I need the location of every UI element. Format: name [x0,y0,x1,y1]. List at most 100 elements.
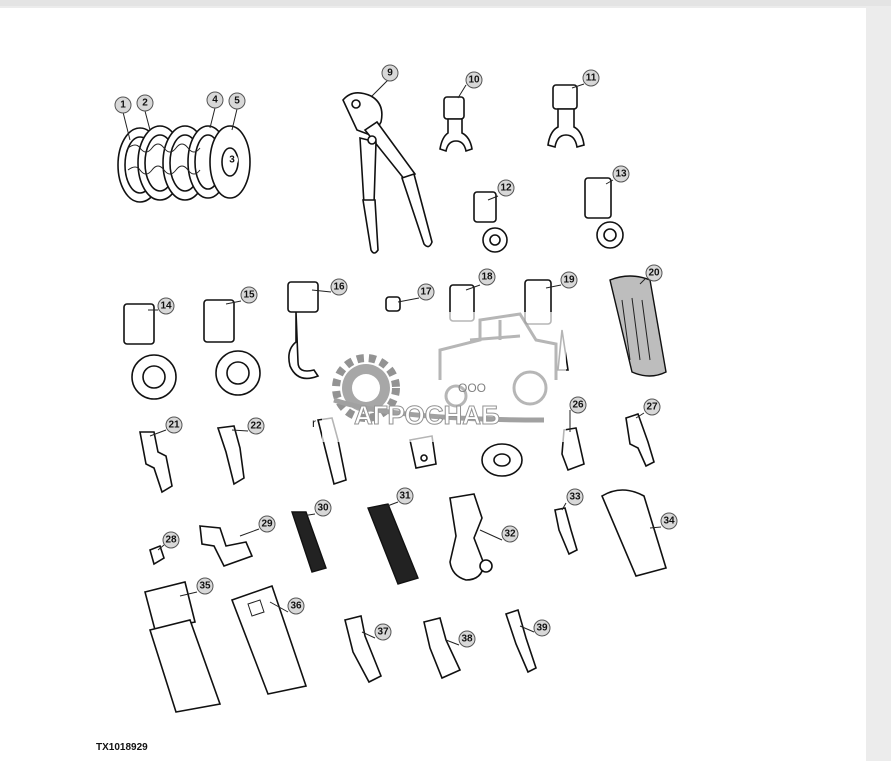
housing-36 [230,584,308,695]
svg-text:34: 34 [663,516,675,527]
ring-terminal-13 [584,177,624,249]
ring-terminal-12 [473,191,508,253]
terminal-21 [139,431,173,494]
callout-38: 38 [458,630,476,648]
terminal-27 [625,412,655,468]
figure-id: TX1018929 [96,742,148,753]
callout-9: 9 [381,64,399,82]
callout-28: 28 [162,531,180,549]
callout-19: 19 [560,271,578,289]
svg-text:18: 18 [481,272,493,283]
svg-text:10: 10 [468,75,480,86]
svg-text:2: 2 [142,98,148,109]
svg-text:3: 3 [229,155,235,166]
wire-spools [117,125,251,203]
svg-text:22: 22 [250,421,262,432]
callout-34: 34 [660,512,678,530]
callout-10: 10 [465,71,483,89]
svg-text:5: 5 [234,96,240,107]
svg-text:20: 20 [648,268,660,279]
svg-text:31: 31 [399,491,411,502]
svg-text:35: 35 [199,581,211,592]
tractor-logo-icon [438,312,558,408]
spade-terminal-10 [439,96,473,153]
terminal-39 [504,608,537,674]
crimp-tool [342,92,433,254]
spade-terminal-11 [547,84,585,149]
callout-37: 37 [374,623,392,641]
butt-connector-17 [385,296,401,312]
tube-31 [367,503,419,585]
svg-text:37: 37 [377,627,389,638]
callout-20: 20 [645,264,663,282]
ring-terminal-15 [203,299,261,396]
terminal-29 [199,525,254,567]
terminal-38 [423,617,462,680]
callout-4: 4 [206,91,224,109]
callout-15: 15 [240,286,258,304]
ring-terminal-32 [449,493,493,581]
leader-lines [122,79,662,646]
svg-text:11: 11 [586,73,597,84]
svg-text:21: 21 [168,420,180,431]
svg-text:13: 13 [615,169,627,180]
watermark-brand: АГРОСНАБ [354,400,500,430]
svg-text:19: 19 [563,275,575,286]
housing-34 [600,489,668,577]
callout-17: 17 [417,283,435,301]
terminal-37 [344,615,383,684]
terminal-33 [554,507,578,556]
callout-3: 3 [226,154,238,166]
svg-text:12: 12 [500,183,512,194]
callout-26: 26 [569,396,587,414]
svg-text:17: 17 [420,287,432,298]
partial-label: r [312,416,316,430]
svg-text:38: 38 [461,634,473,645]
callout-30: 30 [314,499,332,517]
svg-text:16: 16 [333,282,345,293]
callout-18: 18 [478,268,496,286]
callout-5: 5 [228,92,246,110]
svg-text:9: 9 [387,68,393,79]
heat-shrink-tube-20 [609,275,667,377]
callout-35: 35 [196,577,214,595]
callout-13: 13 [612,165,630,183]
callout-14: 14 [157,297,175,315]
terminal-22 [216,425,245,486]
callout-29: 29 [258,515,276,533]
tube-30 [291,511,327,573]
svg-text:4: 4 [212,95,218,106]
callout-36: 36 [287,597,305,615]
svg-text:36: 36 [290,601,302,612]
callout-22: 22 [247,417,265,435]
housing-35 [144,581,222,713]
svg-text:29: 29 [261,519,273,530]
top-bar [0,0,891,6]
svg-text:33: 33 [569,492,581,503]
callout-1: 1 [114,96,132,114]
callout-2: 2 [136,94,154,112]
ring-terminal-14 [123,303,177,400]
terminal-flag [409,435,437,469]
svg-text:15: 15 [243,290,255,301]
callout-16: 16 [330,278,348,296]
ring-terminal-16 [287,281,320,380]
callout-39: 39 [533,619,551,637]
callout-27: 27 [643,398,661,416]
svg-text:26: 26 [572,400,584,411]
svg-text:27: 27 [646,402,658,413]
watermark: ООО АГРОСНАБ [322,312,566,442]
ring-washer [481,443,523,477]
svg-text:39: 39 [536,623,548,634]
watermark-company-form: ООО [458,381,486,395]
callout-21: 21 [165,416,183,434]
callout-11: 11 [582,69,600,87]
callout-33: 33 [566,488,584,506]
svg-text:28: 28 [165,535,177,546]
gear-logo-icon [332,354,400,422]
svg-text:14: 14 [160,301,172,312]
plug-28 [149,544,165,566]
svg-text:30: 30 [317,503,329,514]
callout-32: 32 [501,525,519,543]
